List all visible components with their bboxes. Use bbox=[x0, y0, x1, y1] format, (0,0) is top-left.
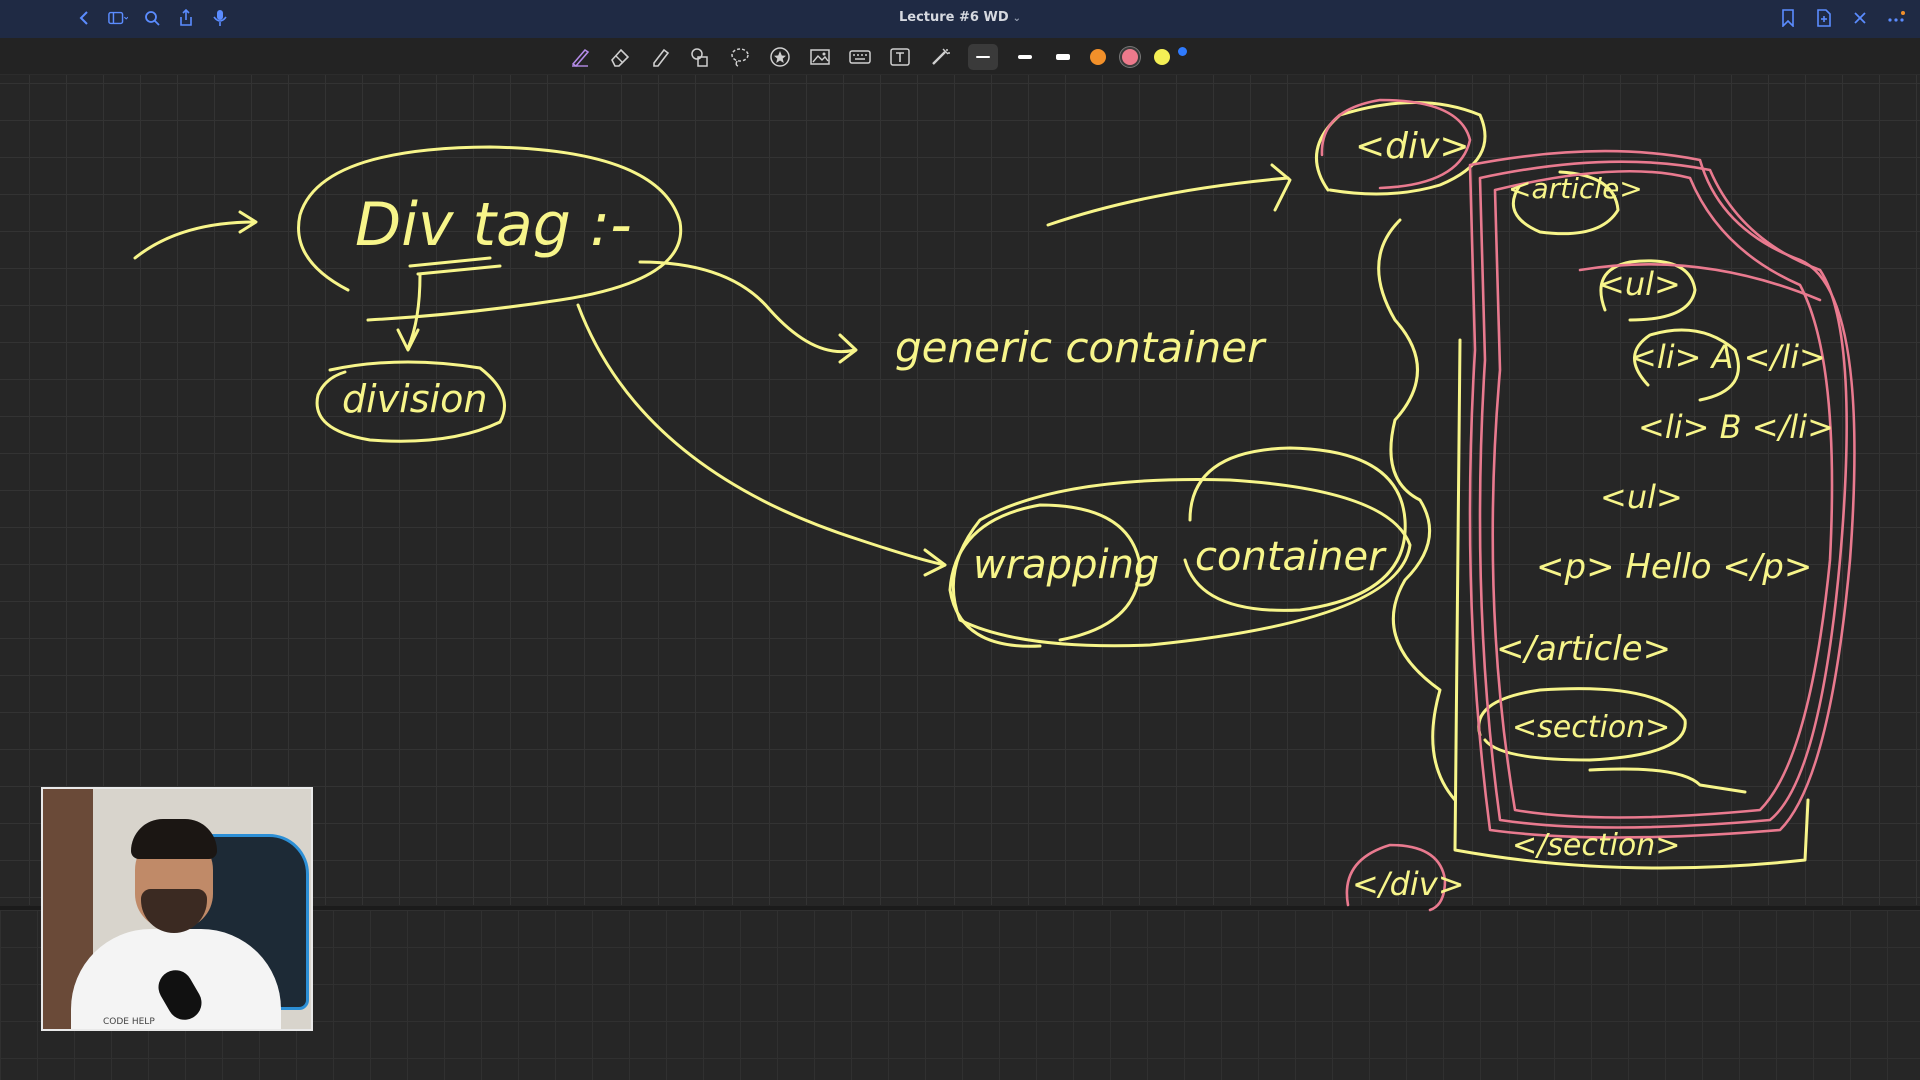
color-swatch-pink[interactable] bbox=[1122, 49, 1138, 65]
ink-container-ellipse bbox=[1183, 446, 1407, 612]
color-swatch-orange[interactable] bbox=[1090, 49, 1106, 65]
color-swatch-yellow[interactable] bbox=[1154, 49, 1170, 65]
sticker-tool-icon[interactable] bbox=[768, 45, 792, 69]
document-title-text[interactable]: Lecture #6 WD bbox=[898, 10, 1009, 25]
webcam-shirt-text: CODE HELP bbox=[103, 1017, 155, 1027]
color-picker-dot-icon[interactable] bbox=[1178, 46, 1187, 56]
ink-bracket-outer bbox=[1377, 218, 1457, 802]
ink-pink-box-1 bbox=[1468, 149, 1856, 839]
ink-pink-close-div bbox=[1345, 843, 1447, 912]
ink-arrowhead-down bbox=[396, 328, 420, 352]
drawing-toolbar bbox=[0, 38, 1920, 75]
ink-arrowhead-generic bbox=[838, 333, 858, 364]
close-icon[interactable] bbox=[1850, 8, 1870, 28]
ink-arrow-left bbox=[133, 220, 257, 260]
ink-section-ellipse bbox=[1477, 687, 1687, 762]
laser-pointer-icon[interactable] bbox=[928, 45, 952, 69]
titlebar-left-icons bbox=[74, 8, 230, 28]
stroke-width-thick-button[interactable] bbox=[1052, 45, 1074, 69]
page-divider bbox=[0, 906, 1920, 910]
ink-open-section-text: <section> bbox=[1512, 710, 1670, 745]
ink-arrowhead-div bbox=[1270, 163, 1292, 212]
ink-article-ellipse bbox=[1511, 170, 1620, 236]
back-icon[interactable] bbox=[74, 8, 94, 28]
image-tool-icon[interactable] bbox=[808, 45, 832, 69]
ink-division-ellipse bbox=[315, 360, 506, 443]
search-icon[interactable] bbox=[142, 8, 162, 28]
webcam-person-hair bbox=[131, 819, 217, 859]
ink-close-ul-text: <ul> bbox=[1600, 478, 1683, 516]
webcam-video[interactable]: CODE HELP bbox=[41, 787, 313, 1031]
ink-ul-ellipse bbox=[1599, 259, 1697, 322]
ink-pink-box-2 bbox=[1478, 160, 1848, 829]
ink-pink-div-ellipse bbox=[1320, 98, 1472, 190]
ink-li-a-text: <li> A </li> bbox=[1630, 338, 1826, 376]
ink-p-hello-text: <p> Hello </p> bbox=[1536, 547, 1812, 587]
ink-arrow-wrapping bbox=[576, 303, 947, 567]
chevron-down-icon[interactable]: ⌄ bbox=[1012, 13, 1021, 24]
lasso-tool-icon[interactable] bbox=[728, 45, 752, 69]
sidebar-icon[interactable] bbox=[108, 8, 128, 28]
shapes-tool-icon[interactable] bbox=[688, 45, 712, 69]
document-title[interactable]: Lecture #6 WD⌄ bbox=[0, 10, 1920, 25]
pen-tool-icon[interactable] bbox=[568, 45, 592, 69]
highlighter-tool-icon[interactable] bbox=[648, 45, 672, 69]
note-canvas[interactable] bbox=[0, 75, 1920, 905]
ink-section-arrow bbox=[1588, 767, 1747, 794]
ink-close-article-text: </article> bbox=[1496, 629, 1671, 669]
ink-div-tag-ellipse bbox=[297, 145, 683, 322]
ink-pink-ul-line bbox=[1578, 263, 1822, 302]
text-tool-icon[interactable] bbox=[888, 45, 912, 69]
stroke-medium-indicator bbox=[1018, 55, 1032, 59]
ink-close-div-text: </div> bbox=[1352, 865, 1465, 903]
ink-bracket-inner bbox=[1453, 338, 1810, 870]
microphone-icon[interactable] bbox=[210, 8, 230, 28]
next-page-canvas[interactable] bbox=[0, 910, 1920, 1080]
keyboard-tool-icon[interactable] bbox=[848, 45, 872, 69]
ink-arrow-div bbox=[1046, 176, 1290, 227]
stroke-thin-indicator bbox=[976, 56, 990, 58]
toolbar-tools bbox=[568, 44, 1187, 70]
new-page-icon[interactable] bbox=[1814, 8, 1834, 28]
ink-div-tag-text: Div tag :- bbox=[355, 190, 632, 260]
stroke-width-thin-button[interactable] bbox=[968, 44, 998, 70]
ink-open-article-text: <article> bbox=[1508, 172, 1643, 205]
share-icon[interactable] bbox=[176, 8, 196, 28]
ink-open-ul-text: <ul> bbox=[1598, 265, 1681, 303]
stroke-thick-indicator bbox=[1056, 54, 1070, 60]
ink-generic-container-text: generic container bbox=[895, 323, 1267, 372]
ink-open-div-text: <div> bbox=[1355, 126, 1470, 167]
eraser-tool-icon[interactable] bbox=[608, 45, 632, 69]
ink-division-text: division bbox=[342, 377, 487, 421]
ink-li-b-text: <li> B </li> bbox=[1638, 408, 1834, 446]
ink-container-text: container bbox=[1195, 534, 1387, 580]
ink-pink-box-3 bbox=[1491, 169, 1834, 819]
more-icon[interactable] bbox=[1886, 8, 1906, 28]
titlebar-right-icons bbox=[1778, 8, 1906, 28]
ink-wrapping-text: wrapping bbox=[973, 542, 1159, 588]
ink-arrowhead-wrapping bbox=[923, 548, 947, 577]
ink-underline bbox=[408, 256, 502, 276]
ink-arrow-generic bbox=[638, 260, 857, 354]
ink-li-ellipse bbox=[1633, 328, 1740, 402]
ink-close-section-text: </section> bbox=[1512, 828, 1680, 863]
bookmark-icon[interactable] bbox=[1778, 8, 1798, 28]
title-bar: Lecture #6 WD⌄ bbox=[0, 0, 1920, 38]
stroke-width-medium-button[interactable] bbox=[1014, 45, 1036, 69]
ink-outer-ellipse bbox=[951, 478, 1412, 648]
ink-arrowhead-left bbox=[238, 210, 258, 234]
